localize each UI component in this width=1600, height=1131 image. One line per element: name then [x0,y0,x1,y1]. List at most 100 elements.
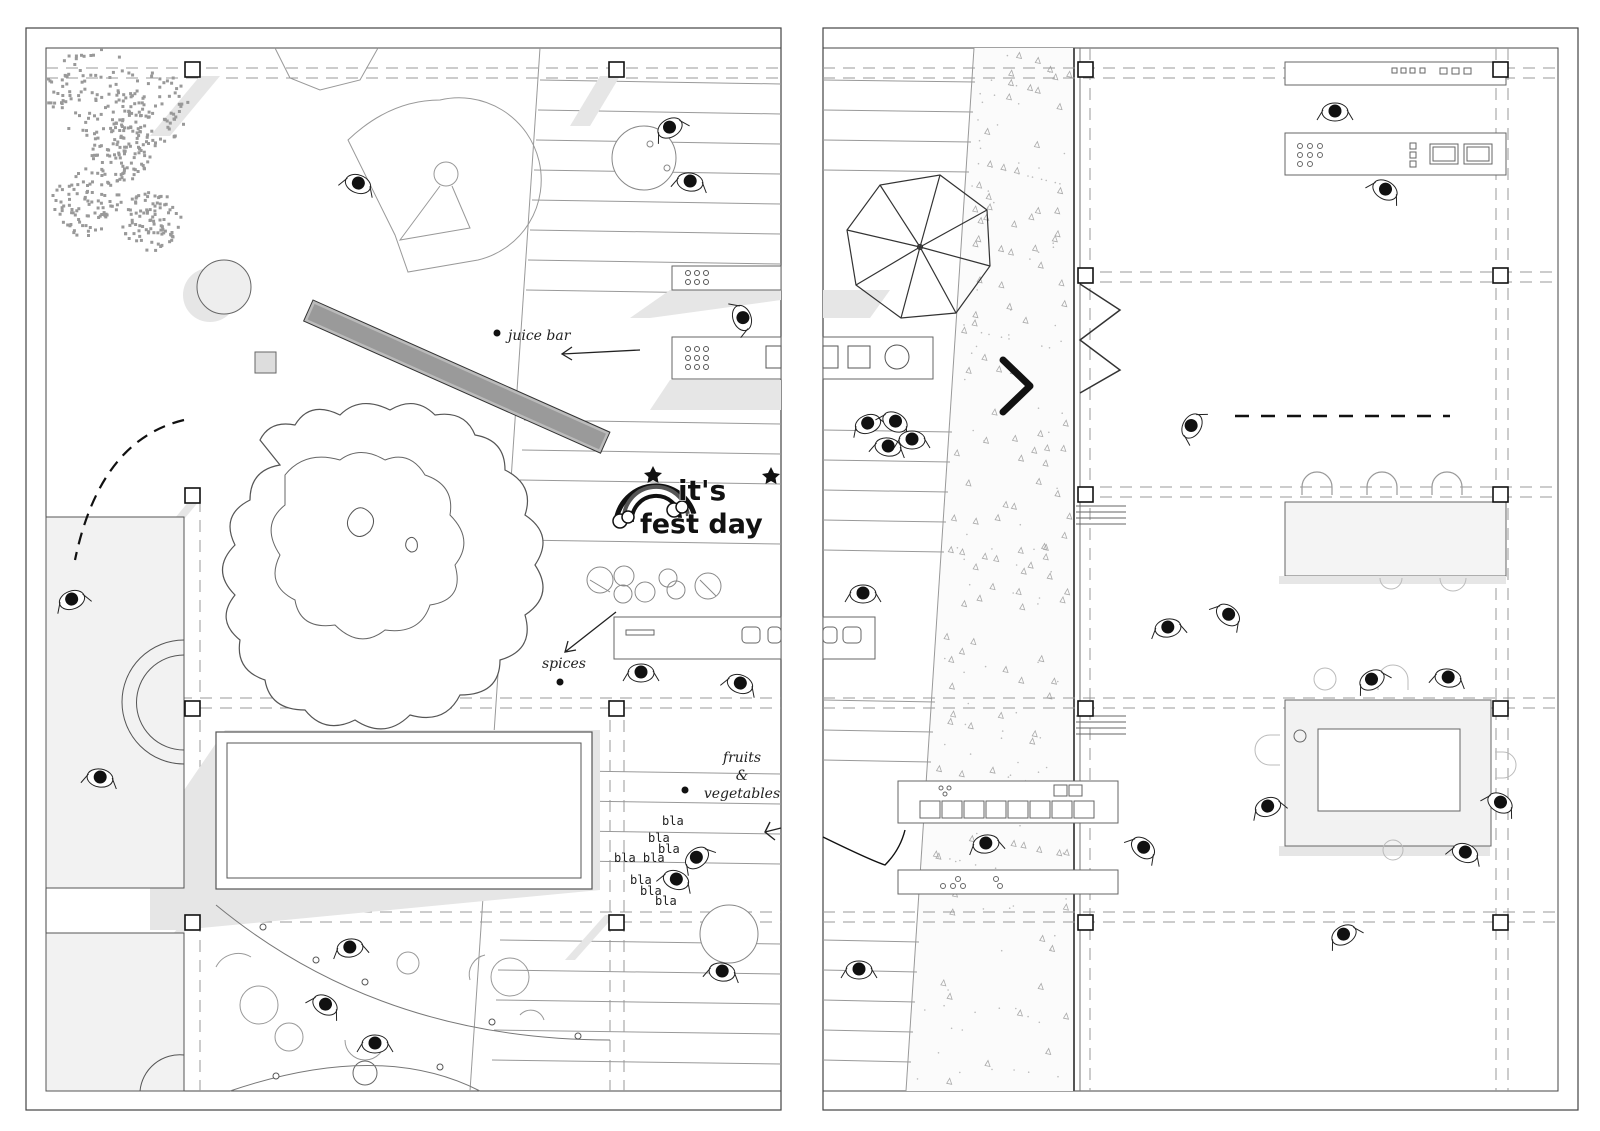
table-chairs [1254,664,1517,861]
bar-counter [1284,501,1507,577]
svg-text:bla: bla [648,831,670,845]
stall-display [940,876,1003,889]
juice-counter [822,336,934,380]
person-icon [728,303,753,338]
title-line1: it's [678,474,726,507]
person-icon [702,962,739,984]
fruits-label-line2: & [736,768,748,784]
person-icon [1365,179,1398,206]
person-icon [656,869,691,894]
dashed-route [73,418,185,561]
sail-rigging [398,185,471,241]
bullet-icon [556,678,564,686]
fruits-label-line1: fruits [722,750,761,766]
counter-sink [625,629,655,636]
person-icon [684,846,717,876]
star-icon [762,467,780,484]
left-sheet: juice bar spices fruits & vegetables bla… [45,47,782,1092]
bullet-icon [493,329,501,337]
person-icon [868,437,905,459]
umbrella-icon [846,174,991,319]
counter-burners [685,345,782,370]
person-icon [80,768,117,790]
round-table [611,125,677,191]
counter-burners [1297,142,1493,168]
bar-shadow [1279,576,1506,584]
bar-stools [1301,471,1463,495]
svg-text:bla: bla [655,894,677,908]
spice-counter [613,616,782,660]
square-pot [254,351,277,374]
column-shadow [565,915,615,960]
person-icon [356,1034,394,1054]
person-icon [305,994,338,1021]
gravel-marks [916,51,1073,1085]
fest-day-logo: it's fest day [612,466,780,541]
spices-label: spices [542,656,586,672]
column-shadow [570,76,620,126]
arrow-icon [564,611,617,653]
person-icon [1123,836,1156,866]
chevron-right-icon [999,356,1034,416]
person-icon [1316,102,1354,122]
person-icon [57,589,92,614]
sail-mast [433,161,459,187]
shrub-patch [47,48,190,252]
round-planter-inner [136,654,185,751]
string-lights [215,904,611,1041]
tree-trunk [346,507,374,537]
stall-bins [919,784,1095,819]
chatter-scribble: bla bla bla bla bla bla bla bla [614,814,684,908]
person-icon [1151,618,1188,640]
arrow-icon [764,821,782,841]
svg-text:bla: bla [630,873,652,887]
person-icon [1181,413,1208,446]
reflecting-pool-inner [226,742,582,879]
cloud-icon [612,500,689,529]
round-planter [139,1054,185,1092]
person-icon [969,834,1006,856]
counter-shadow [823,290,890,318]
counter-shadow [650,380,781,410]
person-icon [333,938,370,960]
cafe-seating [215,951,545,1086]
person-icon [840,960,878,980]
tree-canopy-icon [221,403,544,730]
bar-stools [1379,577,1467,592]
light-bulbs [259,923,582,1080]
person-icon [622,663,660,683]
counter-shadow [630,290,781,318]
bullet-icon [681,786,689,794]
person-icon [1208,603,1241,633]
tree-canopy-icon [274,47,379,91]
round-pot [196,259,252,315]
person-icon [1480,792,1513,819]
round-table [699,904,759,964]
counter-burners [685,270,709,285]
building-block [45,932,185,1092]
juice-bar-label: juice bar [505,328,572,344]
person-icon [893,430,931,450]
hose-line [822,829,906,866]
shade-sail [347,97,542,273]
juice-counter [671,265,782,291]
column-shadow [150,76,220,136]
tree-trunk [405,536,418,553]
fruits-label-line3: vegetables [704,786,780,802]
tree-canopy-inner [270,452,465,640]
table-inset [1317,728,1461,812]
person-icon [853,413,888,438]
counter-basin [741,626,761,644]
person-icon [1331,924,1364,951]
person-icon [338,173,373,198]
market-stall [897,869,1119,895]
title-line2: fest day [640,509,763,540]
spice-counter [822,616,876,660]
gravel-strip [906,48,1073,1091]
counter-controls [1391,67,1472,75]
person-icon [670,172,707,194]
person-icon [1253,796,1288,821]
table-shadow [1279,846,1490,856]
star-icon [644,466,662,483]
